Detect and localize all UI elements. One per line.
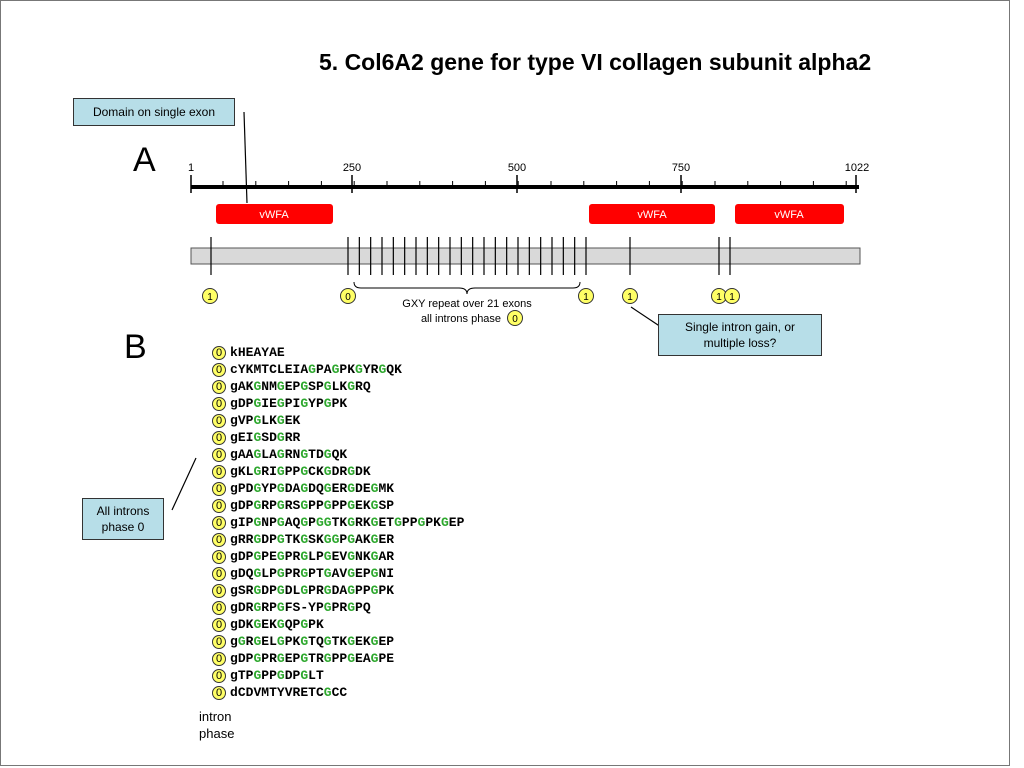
phase-circle: 0 bbox=[212, 380, 226, 394]
phase-circle: 0 bbox=[212, 567, 226, 581]
callout-text: phase 0 bbox=[101, 520, 145, 534]
exon-sequence: gIPGNPGAQGPGGTKGRKGETGPPGPKGEP bbox=[230, 515, 465, 530]
exon-sequence: gKLGRIGPPGCKGDRGDK bbox=[230, 464, 371, 479]
callout-domain-single-exon: Domain on single exon bbox=[73, 98, 235, 126]
phase-label: 0 bbox=[345, 292, 351, 303]
ruler-label: 750 bbox=[672, 162, 690, 174]
exon-sequence: gDPGPRGEPGTRGPPGEAGPE bbox=[230, 651, 395, 666]
phase-circle: 0 bbox=[212, 550, 226, 564]
phase-circle bbox=[202, 288, 218, 304]
phase-circle: 0 bbox=[212, 346, 226, 360]
exon-sequence: gDRGRPGFS-YPGPRGPQ bbox=[230, 600, 371, 615]
phase-circle: 0 bbox=[212, 465, 226, 479]
vwfa-domain bbox=[216, 204, 333, 224]
exon-sequence: gEIGSDGRR bbox=[230, 430, 301, 445]
exon-sequence: dCDVMTYVRETCGCC bbox=[230, 685, 348, 700]
vwfa-label: vWFA bbox=[637, 209, 667, 221]
exon-sequence: gAKGNMGEPGSPGLKGRQ bbox=[230, 379, 371, 394]
phase-circle bbox=[724, 288, 740, 304]
exon-sequence: gGRGELGPKGTQGTKGEKGEP bbox=[230, 634, 395, 649]
phase-circle: 0 bbox=[212, 397, 226, 411]
exon-sequence: gVPGLKGEK bbox=[230, 413, 301, 428]
phase-label: 1 bbox=[716, 292, 722, 303]
phase-circle: 0 bbox=[212, 448, 226, 462]
callout-text: Domain on single exon bbox=[92, 105, 216, 119]
phase-circle bbox=[578, 288, 594, 304]
vwfa-label: vWFA bbox=[259, 209, 289, 221]
phase-label: 1 bbox=[627, 292, 633, 303]
phase-label: 1 bbox=[583, 292, 589, 303]
callout-leader-all-introns bbox=[171, 457, 197, 511]
intron-phase-label: intron phase bbox=[199, 708, 234, 742]
slide-title: 5. Col6A2 gene for type VI collagen subu… bbox=[319, 49, 872, 75]
exon-sequence: gSRGDPGDLGPRGDAGPPGPK bbox=[230, 583, 395, 598]
phase-circle: 0 bbox=[212, 363, 226, 377]
callout-all-introns: All introns phase 0 bbox=[82, 498, 164, 540]
exon-sequence: gAAGLAGRNGTDGQK bbox=[230, 447, 348, 462]
phase-circle: 0 bbox=[212, 635, 226, 649]
exon-sequence: gTPGPPGDPGLT bbox=[230, 668, 324, 683]
gxy-note-line1: GXY repeat over 21 exons bbox=[402, 298, 532, 310]
ruler-label: 1 bbox=[188, 162, 194, 174]
exon-sequence: gDPGRPGRSGPPGPPGEKGSP bbox=[230, 498, 395, 513]
intron-phase-label-line1: intron bbox=[199, 709, 232, 724]
callout-text: All introns bbox=[96, 504, 150, 518]
exon-sequence: kHEAYAE bbox=[230, 345, 285, 360]
phase-circle: 0 bbox=[212, 584, 226, 598]
phase-circle: 0 bbox=[212, 601, 226, 615]
phase-circle bbox=[507, 310, 523, 326]
phase-circle: 0 bbox=[212, 499, 226, 513]
exon-sequence: gRRGDPGTKGSKGGPGAKGER bbox=[230, 532, 395, 547]
vwfa-domain bbox=[735, 204, 844, 224]
phase-circle: 0 bbox=[212, 618, 226, 632]
phase-circle: 0 bbox=[212, 669, 226, 683]
ruler-label: 500 bbox=[508, 162, 526, 174]
exon-sequence: gDPGPEGPRGLPGEVGNKGAR bbox=[230, 549, 395, 564]
phase-circle: 0 bbox=[212, 652, 226, 666]
callout-text: multiple loss? bbox=[703, 336, 777, 350]
phase-circle: 0 bbox=[212, 516, 226, 530]
callout-intron-gain: Single intron gain, or multiple loss? bbox=[658, 314, 822, 356]
gxy-note-line2: all introns phase bbox=[421, 313, 501, 325]
exon-sequence: gPDGYPGDAGDQGERGDEGMK bbox=[230, 481, 395, 496]
intron-phase-label-line2: phase bbox=[199, 726, 235, 741]
ruler-label: 250 bbox=[343, 162, 361, 174]
phase-circle: 0 bbox=[212, 482, 226, 496]
panel-b-label: B bbox=[124, 328, 147, 366]
ruler-minor-ticks bbox=[222, 181, 847, 187]
gene-diagram: 1 250 500 750 1022 vWFA vWFA vWFA 1 0 1 … bbox=[188, 111, 869, 328]
gxy-brace bbox=[353, 281, 581, 295]
intron-positions bbox=[210, 237, 731, 275]
gene-bar bbox=[190, 247, 861, 265]
vwfa-domain bbox=[589, 204, 715, 224]
phase-label: 1 bbox=[207, 292, 213, 303]
phase-circle: 0 bbox=[212, 414, 226, 428]
phase-circle: 0 bbox=[212, 431, 226, 445]
exon-sequence: gDKGEKGQPGPK bbox=[230, 617, 324, 632]
panel-a-label: A bbox=[133, 141, 156, 179]
phase-circle: 0 bbox=[212, 533, 226, 547]
callout-text: Single intron gain, or bbox=[684, 320, 796, 334]
vwfa-label: vWFA bbox=[774, 209, 804, 221]
exon-sequence: gDQGLPGPRGPTGAVGEPGNI bbox=[230, 566, 395, 581]
phase-circle bbox=[340, 288, 356, 304]
callout-leader-intron-gain bbox=[630, 306, 662, 328]
phase-circle bbox=[622, 288, 638, 304]
exon-sequence: gDPGIEGPIGYPGPK bbox=[230, 396, 348, 411]
exon-sequence: cYKMTCLEIAGPAGPKGYRGQK bbox=[230, 362, 402, 377]
phase-label: 1 bbox=[729, 292, 735, 303]
callout-leader-domain bbox=[243, 111, 248, 204]
phase-circle: 0 bbox=[212, 686, 226, 700]
phase-label: 0 bbox=[512, 314, 518, 325]
ruler-label: 1022 bbox=[845, 162, 869, 174]
